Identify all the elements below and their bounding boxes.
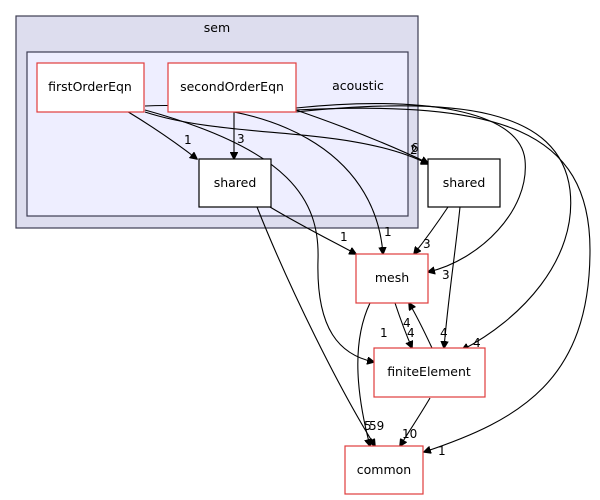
edge-labels: 1 3 2 6 1 1 3 3 4 4 1 4 4 5 59 10 1 (184, 132, 481, 458)
node-common[interactable]: common (344, 445, 424, 495)
edge-label: 10 (402, 427, 417, 441)
edges (124, 103, 591, 452)
edge-firstOrderEqn-shared-inner (124, 109, 197, 159)
edge-secondOrderEqn-mesh (295, 103, 526, 272)
edge-mesh-finiteElement (394, 302, 412, 348)
node-shared-inner-box (198, 158, 272, 208)
node-firstOrderEqn[interactable]: firstOrderEqn (36, 62, 145, 113)
edge-finiteElement-mesh (409, 303, 433, 349)
edge-label: 1 (438, 444, 446, 458)
edge-label: 3 (442, 268, 450, 282)
edge-shared-inner-mesh (269, 206, 356, 254)
edge-label: 1 (184, 133, 192, 147)
node-common-label: common (357, 462, 411, 477)
edge-finiteElement-common (400, 397, 431, 446)
edge-label: 4 (407, 326, 415, 340)
edge-label: 3 (423, 237, 431, 251)
edge-label: 3 (237, 132, 245, 146)
edge-shared-inner-common (256, 206, 375, 446)
node-finiteElement-box (373, 347, 486, 398)
cluster-sem-label: sem (204, 20, 230, 35)
cluster-acoustic-label: acoustic (332, 78, 384, 93)
edge-label: 5 (364, 419, 372, 433)
node-mesh-label: mesh (375, 270, 409, 285)
node-shared-outer-box (427, 158, 501, 208)
edge-label: 1 (340, 230, 348, 244)
node-common-box (344, 445, 424, 495)
edge-label: 1 (384, 225, 392, 239)
node-firstOrderEqn-label: firstOrderEqn (48, 79, 132, 94)
node-secondOrderEqn-label: secondOrderEqn (180, 79, 284, 94)
edge-shared-outer-finiteElement (444, 206, 461, 348)
edge-secondOrderEqn-common (295, 107, 591, 452)
node-finiteElement[interactable]: finiteElement (373, 347, 486, 398)
edge-firstOrderEqn-finiteElement (144, 109, 374, 362)
edge-mesh-common (357, 302, 370, 446)
edge-secondOrderEqn-finiteElement (295, 105, 572, 350)
node-shared-inner[interactable]: shared (198, 158, 272, 208)
edge-label: 1 (380, 326, 388, 340)
node-secondOrderEqn-box (167, 62, 297, 113)
edge-label: 2 (410, 143, 418, 157)
node-secondOrderEqn[interactable]: secondOrderEqn (167, 62, 297, 113)
node-finiteElement-label: finiteElement (387, 364, 471, 379)
edge-secondOrderEqn-shared-outer (289, 107, 428, 163)
node-shared-inner-label: shared (214, 175, 257, 190)
node-mesh-box (355, 253, 429, 304)
edge-label: 4 (440, 326, 448, 340)
edge-label: 6 (411, 141, 419, 155)
edge-shared-outer-mesh (414, 206, 449, 254)
node-shared-outer-label: shared (443, 175, 486, 190)
node-firstOrderEqn-box (36, 62, 145, 113)
edge-label: 4 (473, 336, 481, 350)
edge-label: 4 (403, 316, 411, 330)
node-shared-outer[interactable]: shared (427, 158, 501, 208)
edge-label: 59 (369, 419, 384, 433)
node-mesh[interactable]: mesh (355, 253, 429, 304)
